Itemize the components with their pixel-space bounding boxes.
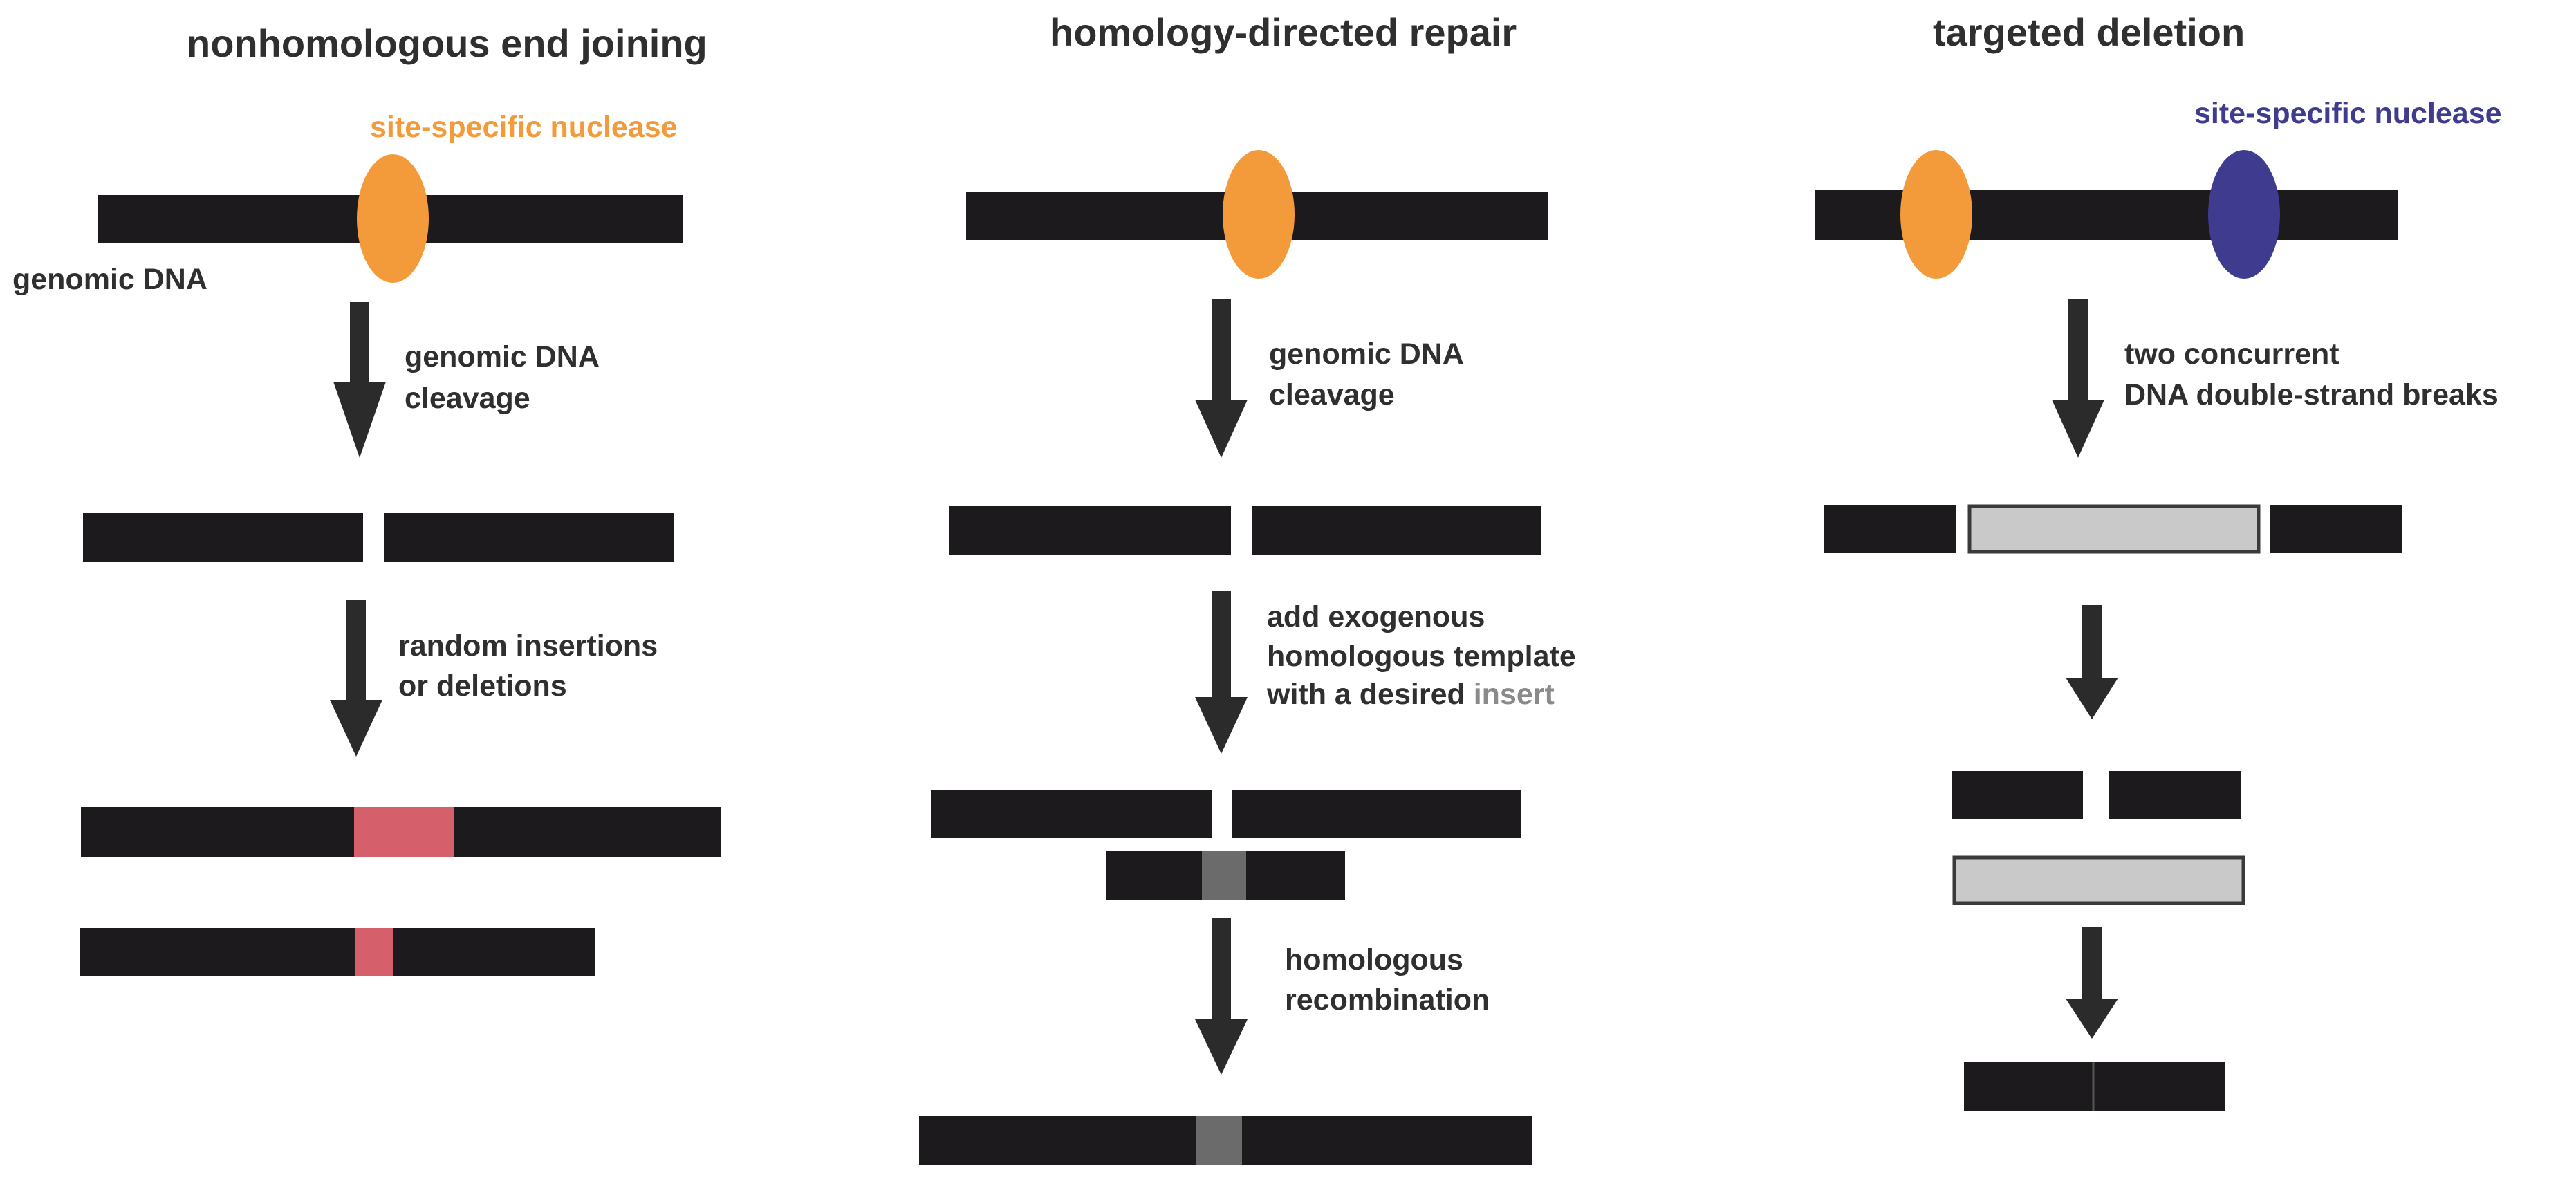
nhej-insertion-mark xyxy=(354,807,454,857)
deletion-end-left xyxy=(1952,771,2083,819)
deletion-nuclease-label: site-specific nuclease xyxy=(2194,97,2502,130)
deletion-step1-line1: two concurrent xyxy=(2124,337,2339,371)
panel-nhej: nonhomologous end joining site-specific … xyxy=(12,21,721,976)
hdr-arrow-2 xyxy=(1195,591,1248,754)
hdr-step3-line1: homologous xyxy=(1285,943,1463,976)
hdr-cleaved-left xyxy=(949,506,1231,555)
nhej-step2-line1: random insertions xyxy=(398,629,658,662)
deletion-end-right xyxy=(2109,771,2241,819)
hdr-cleaved-right xyxy=(1252,506,1541,555)
nhej-step1-line2: cleavage xyxy=(405,382,530,415)
hdr-step2-line3: with a desired insert xyxy=(1266,678,1555,711)
panel-hdr: homology-directed repair genomic DNA cle… xyxy=(919,10,1576,1165)
nhej-title: nonhomologous end joining xyxy=(187,21,707,65)
nhej-deletion-dna xyxy=(80,928,595,976)
hdr-step2-line2: homologous template xyxy=(1267,640,1576,673)
nhej-step2-line2: or deletions xyxy=(398,669,567,703)
hdr-arrow-1 xyxy=(1195,299,1248,458)
hdr-arrow-3 xyxy=(1195,918,1248,1075)
nhej-deletion-mark xyxy=(355,928,393,976)
nhej-nuclease-label: site-specific nuclease xyxy=(370,111,678,144)
hdr-template-right xyxy=(1232,790,1521,838)
deletion-cut-right xyxy=(2270,505,2402,553)
hdr-step1-line2: cleavage xyxy=(1269,378,1395,411)
hdr-donor-insert xyxy=(1202,851,1246,900)
deletion-arrow-2 xyxy=(2066,605,2118,719)
nhej-cleaved-left xyxy=(83,513,363,562)
hdr-title: homology-directed repair xyxy=(1050,10,1517,54)
deletion-rejoined-dna xyxy=(1964,1062,2225,1111)
deletion-step1-line2: DNA double-strand breaks xyxy=(2124,378,2499,411)
hdr-template-left xyxy=(931,790,1212,838)
hdr-nuclease xyxy=(1223,150,1295,279)
deletion-excised-fragment xyxy=(1967,504,2261,554)
hdr-repaired-insert xyxy=(1196,1116,1242,1165)
hdr-step1-line1: genomic DNA xyxy=(1269,337,1464,371)
deletion-arrow-1 xyxy=(2052,299,2104,458)
nhej-arrow-2 xyxy=(330,600,382,757)
panel-deletion: targeted deletion site-specific nuclease… xyxy=(1815,10,2502,1111)
deletion-nuclease-2 xyxy=(2208,150,2280,279)
deletion-free-fragment xyxy=(1952,855,2245,905)
deletion-cut-left xyxy=(1824,505,1956,553)
nhej-nuclease xyxy=(357,154,429,283)
deletion-title: targeted deletion xyxy=(1933,10,2245,54)
deletion-arrow-3 xyxy=(2066,927,2118,1039)
nhej-cleaved-right xyxy=(384,513,674,562)
nhej-dna-label: genomic DNA xyxy=(12,263,207,296)
nhej-arrow-1 xyxy=(333,302,386,458)
hdr-insert-word: insert xyxy=(1474,678,1555,711)
nhej-step1-line1: genomic DNA xyxy=(405,340,600,373)
hdr-step3-line2: recombination xyxy=(1285,983,1490,1017)
hdr-step2-line1: add exogenous xyxy=(1267,600,1485,633)
hdr-step2-line3-pre: with a desired xyxy=(1266,678,1474,711)
deletion-nuclease-1 xyxy=(1900,150,1972,279)
